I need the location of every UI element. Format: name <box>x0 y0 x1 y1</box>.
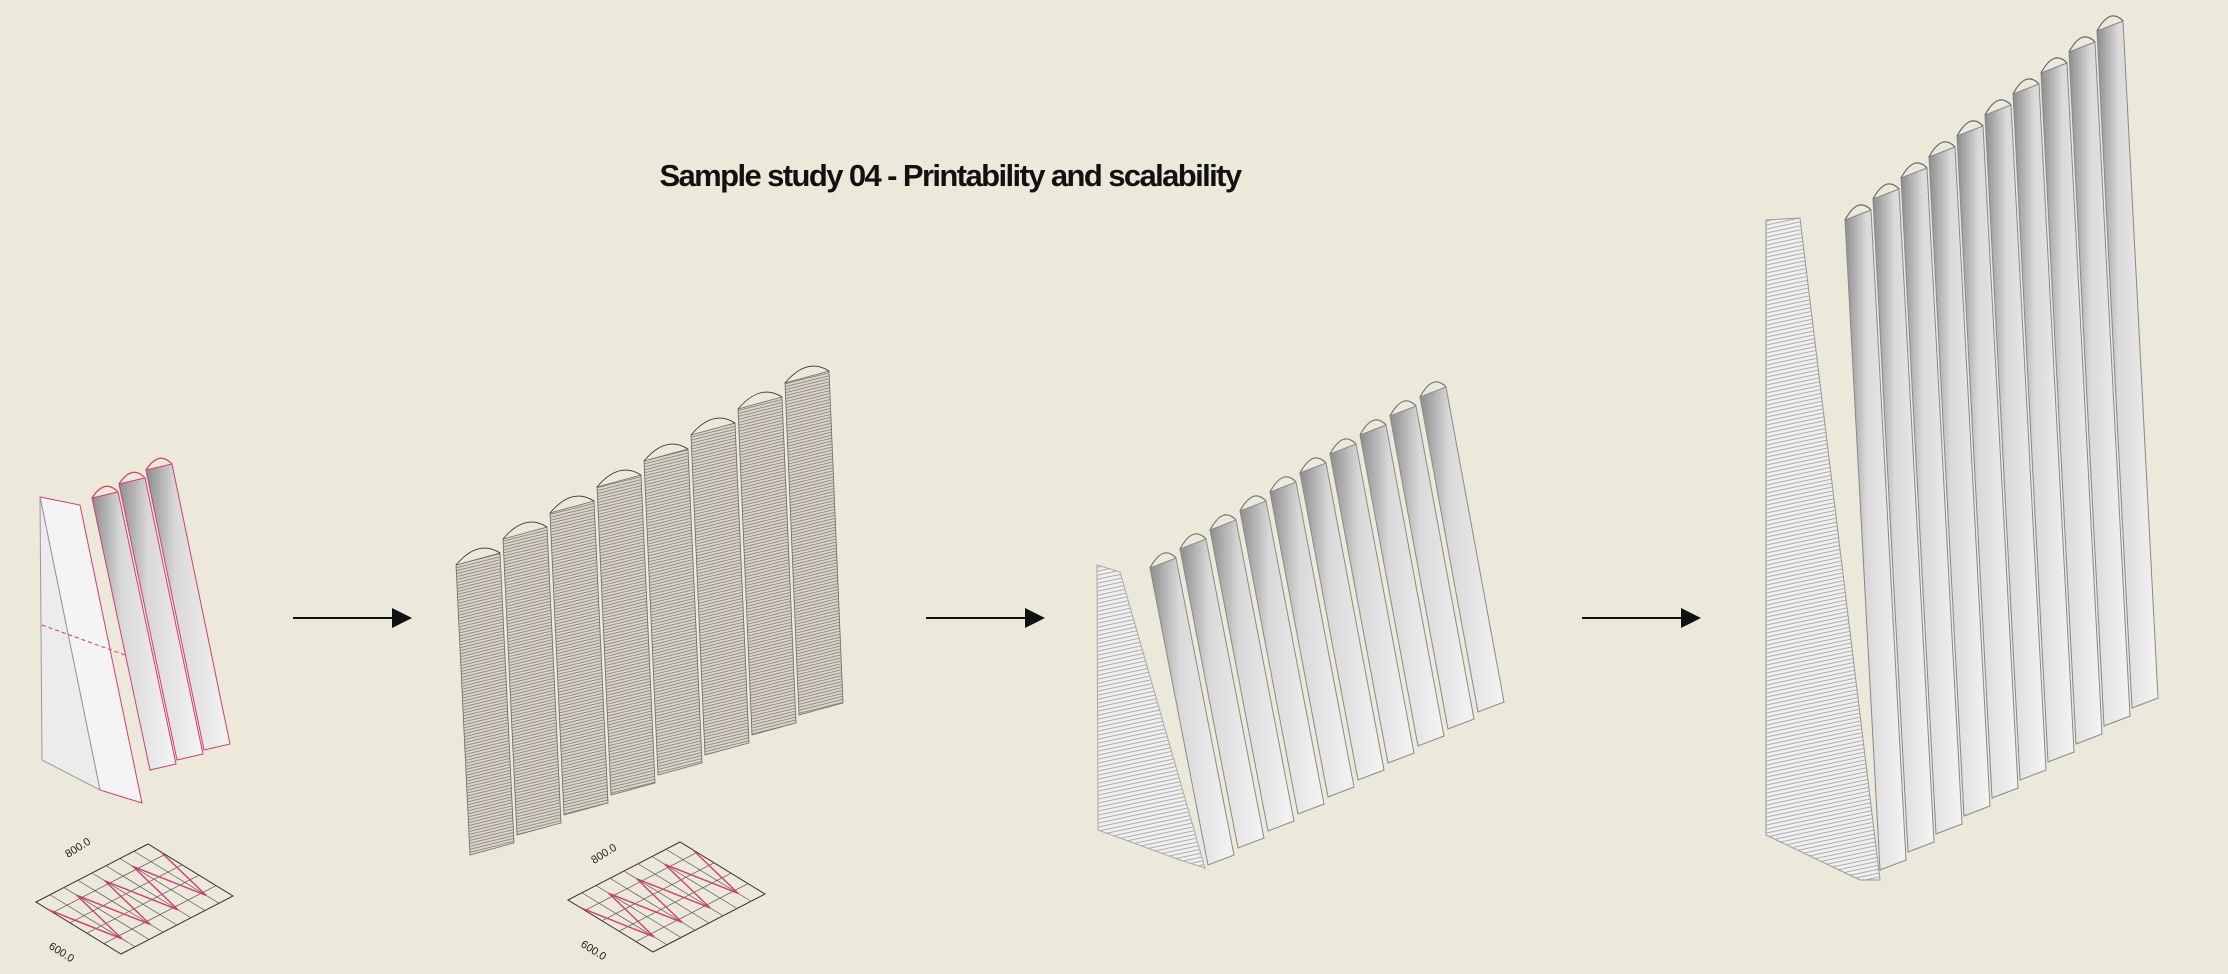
fin-top-2 <box>1872 183 1900 200</box>
fin-9 <box>2068 41 2131 727</box>
fin-8 <box>1359 424 1445 747</box>
fin-top-4 <box>1239 495 1267 512</box>
fin-10 <box>2096 20 2159 709</box>
fin-6 <box>1984 104 2047 781</box>
fin-top-5 <box>643 443 689 462</box>
stage-base-panel: 800.0 600.0 <box>34 457 235 965</box>
fin-5 <box>643 448 703 776</box>
fin-top-1 <box>1149 552 1177 569</box>
printed-front-panel <box>1096 564 1206 869</box>
fin-top-8 <box>784 365 830 384</box>
fin-top-9 <box>1389 400 1417 417</box>
dimension-width: 800.0 <box>63 836 93 861</box>
fin-4 <box>596 474 656 796</box>
grid-line <box>52 854 166 913</box>
fin-top-4 <box>1928 141 1956 158</box>
fin-top-3 <box>145 457 173 471</box>
fin-top-7 <box>737 391 783 410</box>
fin-top-2 <box>118 471 146 485</box>
stage-scaled-model <box>1765 15 2159 881</box>
fin-3 <box>1900 167 1963 835</box>
fin-8 <box>784 370 844 716</box>
grid-line <box>103 885 217 944</box>
stage-printed-model <box>1096 381 1505 869</box>
fin-top-2 <box>502 521 548 540</box>
fin-1 <box>1149 557 1235 866</box>
fin-top-10 <box>1419 381 1447 398</box>
grid-line <box>584 852 698 911</box>
fin-top-3 <box>1900 162 1928 179</box>
fin-10 <box>1419 386 1505 713</box>
fin-top-4 <box>596 469 642 488</box>
fin-top-8 <box>1359 419 1387 436</box>
fin-2 <box>118 477 204 761</box>
fin-top-2 <box>1179 533 1207 550</box>
fin-2 <box>502 526 562 836</box>
fin-2 <box>1872 188 1935 853</box>
plan-outline <box>566 841 767 953</box>
fin-top-5 <box>1956 120 1984 137</box>
grid-line <box>601 862 715 922</box>
stage-print-path: 800.0 600.0 <box>455 365 844 963</box>
fin-top-3 <box>549 495 595 514</box>
fin-3 <box>549 500 609 816</box>
fin-top-8 <box>2040 57 2068 74</box>
fin-1 <box>1844 209 1907 871</box>
fin-6 <box>690 422 750 756</box>
grid-line <box>86 874 200 934</box>
fin-6 <box>1299 462 1385 781</box>
dimension-width-2: 800.0 <box>589 842 619 867</box>
fin-top-10 <box>2096 15 2124 32</box>
grid-line <box>69 864 183 924</box>
fin-top-9 <box>2068 36 2096 53</box>
plan-outline <box>34 843 235 955</box>
fin-3 <box>145 463 231 751</box>
grid-line <box>635 883 749 942</box>
fin-9 <box>1389 405 1475 730</box>
fin-top-7 <box>1329 438 1357 455</box>
dimension-depth: 600.0 <box>46 940 76 965</box>
fin-7 <box>2012 83 2075 763</box>
fin-4 <box>1239 500 1325 815</box>
fin-1 <box>455 552 515 856</box>
fin-8 <box>2040 62 2103 745</box>
grid-line <box>618 872 732 932</box>
fin-top-7 <box>2012 78 2040 95</box>
fin-top-1 <box>1844 204 1872 221</box>
fin-3 <box>1209 519 1295 832</box>
zigzag-path <box>580 849 739 938</box>
fin-top-1 <box>91 485 119 499</box>
fin-top-6 <box>690 417 736 436</box>
scaled-front-panel <box>1765 217 1881 881</box>
fin-top-3 <box>1209 514 1237 531</box>
page-title: Sample study 04 - Printability and scala… <box>659 158 1242 193</box>
fin-5 <box>1269 481 1355 798</box>
fin-top-1 <box>455 547 501 566</box>
fin-top-6 <box>1984 99 2012 116</box>
fin-7 <box>1329 443 1415 764</box>
fin-top-5 <box>1269 476 1297 493</box>
dimension-depth-2: 600.0 <box>578 938 608 963</box>
zigzag-path <box>48 851 207 940</box>
plan-grid-2 <box>566 841 767 953</box>
fin-1 <box>91 491 177 771</box>
fin-top-6 <box>1299 457 1327 474</box>
fin-5 <box>1956 125 2019 799</box>
fin-7 <box>737 396 797 736</box>
plan-grid <box>34 843 235 955</box>
fin-4 <box>1928 146 1991 817</box>
fin-2 <box>1179 538 1265 849</box>
